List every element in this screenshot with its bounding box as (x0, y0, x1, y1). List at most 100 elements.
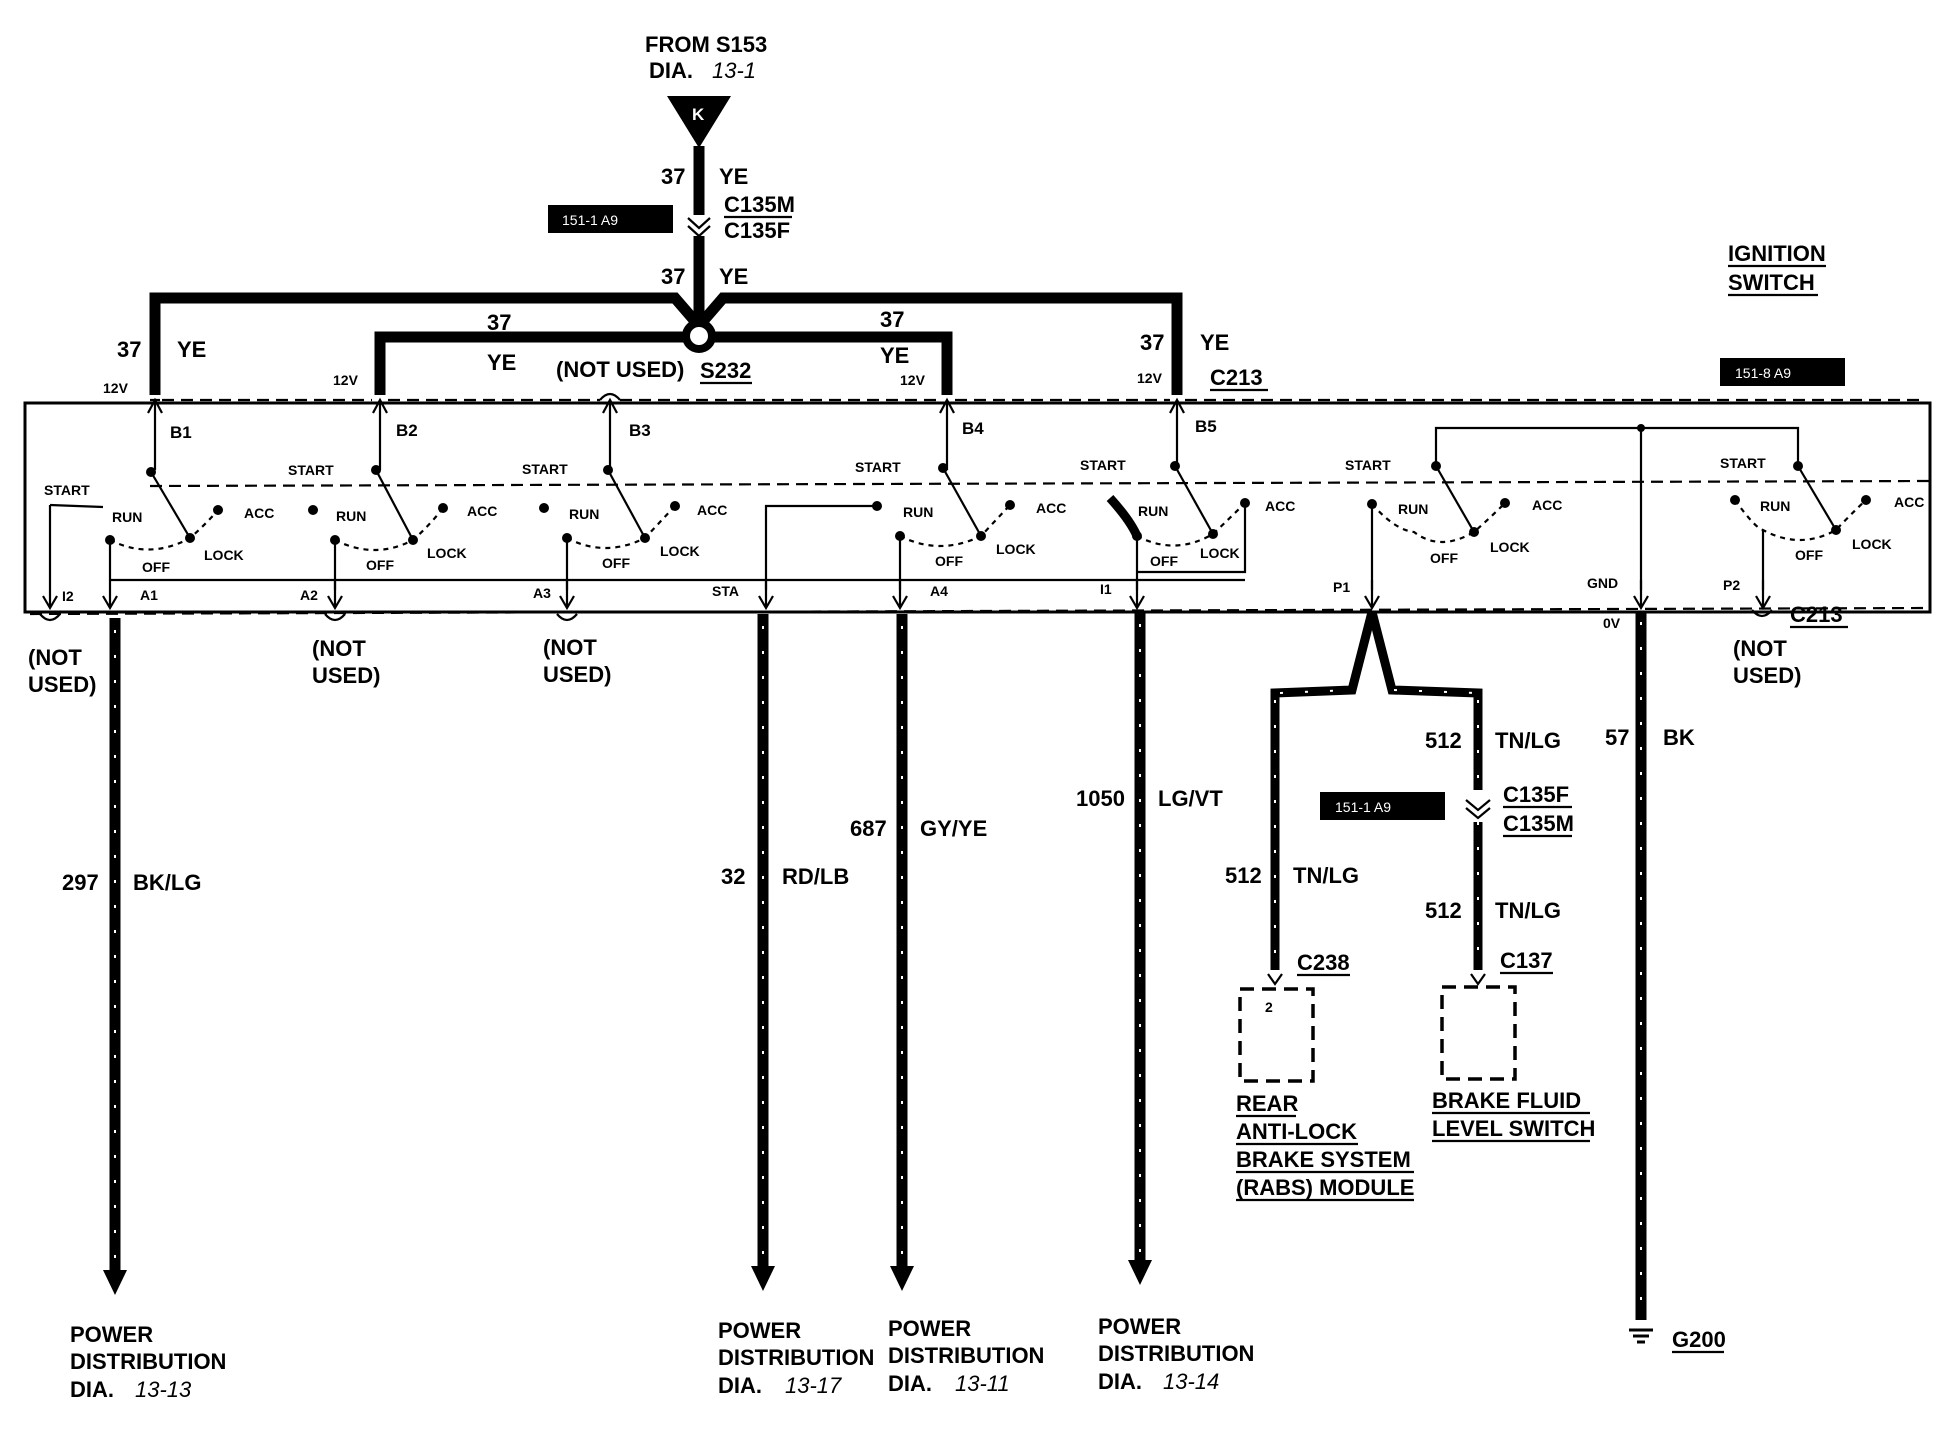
s5-acc: ACC (1265, 498, 1295, 514)
wire-1050-dest1: POWER (1098, 1314, 1181, 1339)
wire-297 (103, 618, 127, 1295)
s3-off: OFF (602, 555, 630, 571)
wire-to-b2 (374, 331, 694, 395)
pin-a1: A1 (140, 587, 158, 603)
wire-512-connector-m: C135M (1503, 811, 1574, 836)
pin-i1: I1 (1100, 581, 1112, 597)
rabs-module-box (1238, 987, 1315, 1083)
feed-locator-text: 151-1 A9 (562, 212, 618, 228)
wire-1050-circuit: 1050 (1076, 786, 1125, 811)
wire-687-dest2: DISTRIBUTION (888, 1343, 1044, 1368)
switch-section-3 (539, 465, 680, 590)
pin-b1: B1 (170, 423, 192, 442)
splice-not-used: (NOT USED) (556, 357, 684, 382)
inline-connector-c135 (687, 217, 711, 238)
pin-gnd: GND (1587, 575, 1618, 591)
wire-512-color-a: TN/LG (1495, 728, 1561, 753)
wire-687-circuit: 687 (850, 816, 887, 841)
wire-512-locator-box (1320, 792, 1445, 820)
fluid-connector: C137 (1500, 948, 1553, 973)
b3-not-used-bump (599, 392, 621, 401)
b4-color: YE (880, 343, 909, 368)
wire-to-b1 (149, 292, 699, 395)
wire-512-color-c: TN/LG (1495, 898, 1561, 923)
s2-off: OFF (366, 557, 394, 573)
pin-i2: I2 (62, 588, 74, 604)
s3-run: RUN (569, 506, 599, 522)
b4-voltage: 12V (900, 372, 926, 388)
fluid-label-2: LEVEL SWITCH (1432, 1116, 1595, 1141)
s1-run: RUN (112, 509, 142, 525)
wire-32-dest1: POWER (718, 1318, 801, 1343)
s4-run: RUN (903, 504, 933, 520)
s3-start: START (522, 461, 568, 477)
wire-687-dest1: POWER (888, 1316, 971, 1341)
component-title-2: SWITCH (1728, 270, 1815, 295)
source-dia-prefix: DIA. (649, 58, 693, 83)
wire-512-circuit-c: 512 (1425, 898, 1462, 923)
b5-voltage: 12V (1137, 370, 1163, 386)
b2-color: YE (487, 350, 516, 375)
pin-sta: STA (712, 583, 739, 599)
wire-297-color: BK/LG (133, 870, 201, 895)
wire-687 (890, 614, 914, 1291)
s5-lock: LOCK (1200, 545, 1240, 561)
feed-connector-m: C135M (724, 192, 795, 217)
component-title-1: IGNITION (1728, 241, 1826, 266)
b2-circuit: 37 (487, 310, 511, 335)
wire-512-color-b: TN/LG (1293, 863, 1359, 888)
a3-not-used-1: (NOT (543, 635, 597, 660)
wire-687-dia-num: 13-11 (955, 1371, 1010, 1396)
rabs-connector: C238 (1297, 950, 1350, 975)
pin-a2: A2 (300, 587, 318, 603)
connector-c213-top: C213 (1210, 365, 1263, 390)
feed-connector-f: C135F (724, 218, 790, 243)
bottom-pin-arrows (42, 578, 1771, 611)
s2-start: START (288, 462, 334, 478)
rabs-label-1: REAR (1236, 1091, 1298, 1116)
component-locator-box (1720, 358, 1845, 386)
s6-run: RUN (1398, 501, 1428, 517)
feed-color-upper: YE (719, 164, 748, 189)
wire-512-circuit-a: 512 (1425, 728, 1462, 753)
s4-start: START (855, 459, 901, 475)
s5-run: RUN (1138, 503, 1168, 519)
p2-not-used-1: (NOT (1733, 636, 1787, 661)
wire-512-circuit-b: 512 (1225, 863, 1262, 888)
s2-acc: ACC (467, 503, 497, 519)
pin-b2: B2 (396, 421, 418, 440)
wire-512-locator-text: 151-1 A9 (1335, 799, 1391, 815)
fluid-label-1: BRAKE FLUID (1432, 1088, 1581, 1113)
wire-to-b4 (704, 331, 953, 395)
s7-lock: LOCK (1852, 536, 1892, 552)
pin-p2: P2 (1723, 577, 1740, 593)
wire-32 (751, 614, 775, 1291)
s2-run: RUN (336, 508, 366, 524)
s6-acc: ACC (1532, 497, 1562, 513)
wire-297-dia-prefix: DIA. (70, 1377, 114, 1402)
source-pin-triangle (667, 96, 731, 148)
rabs-label-2: ANTI-LOCK (1236, 1119, 1357, 1144)
s5-off: OFF (1150, 553, 1178, 569)
connector-bottom-dashed (29, 606, 1931, 616)
switch-section-2 (308, 465, 448, 590)
wire-1050-dia-prefix: DIA. (1098, 1369, 1142, 1394)
connector-c213-bottom: C213 (1790, 602, 1843, 627)
s1-off: OFF (142, 559, 170, 575)
wire-32-color: RD/LB (782, 864, 849, 889)
s4-off: OFF (935, 553, 963, 569)
wire-297-circuit: 297 (62, 870, 99, 895)
s5-start: START (1080, 457, 1126, 473)
s7-start: START (1720, 455, 1766, 471)
s7-off: OFF (1795, 547, 1823, 563)
pin-p1: P1 (1333, 579, 1350, 595)
ground-color: BK (1663, 725, 1695, 750)
b1-voltage: 12V (103, 380, 129, 396)
s6-start: START (1345, 457, 1391, 473)
wire-32-dia-prefix: DIA. (718, 1373, 762, 1398)
rabs-label-3: BRAKE SYSTEM (1236, 1147, 1411, 1172)
switch-section-5 (1106, 461, 1250, 590)
rabs-label-4: (RABS) MODULE (1236, 1175, 1414, 1200)
wire-57-ground (1629, 612, 1653, 1344)
